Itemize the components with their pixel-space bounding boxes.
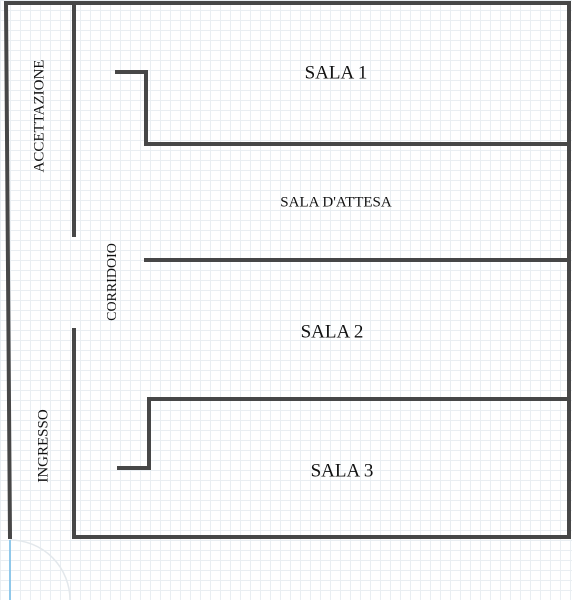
room-label-accettazione: ACCETTAZIONE: [31, 59, 48, 173]
room-label-sala-attesa: SALA D'ATTESA: [280, 194, 392, 211]
wall-sala-3: [117, 397, 571, 470]
room-label-sala-3: SALA 3: [310, 460, 374, 482]
room-label-ingresso: INGRESSO: [35, 409, 52, 483]
room-label-sala-2: SALA 2: [300, 321, 364, 343]
room-label-corridoio: CORRIDOIO: [105, 243, 120, 321]
entrance-door-swing: [9, 539, 71, 600]
outer-wall-left: [3, 0, 13, 540]
room-label-sala-1: SALA 1: [304, 62, 368, 84]
wall-sala-1: [115, 70, 571, 146]
